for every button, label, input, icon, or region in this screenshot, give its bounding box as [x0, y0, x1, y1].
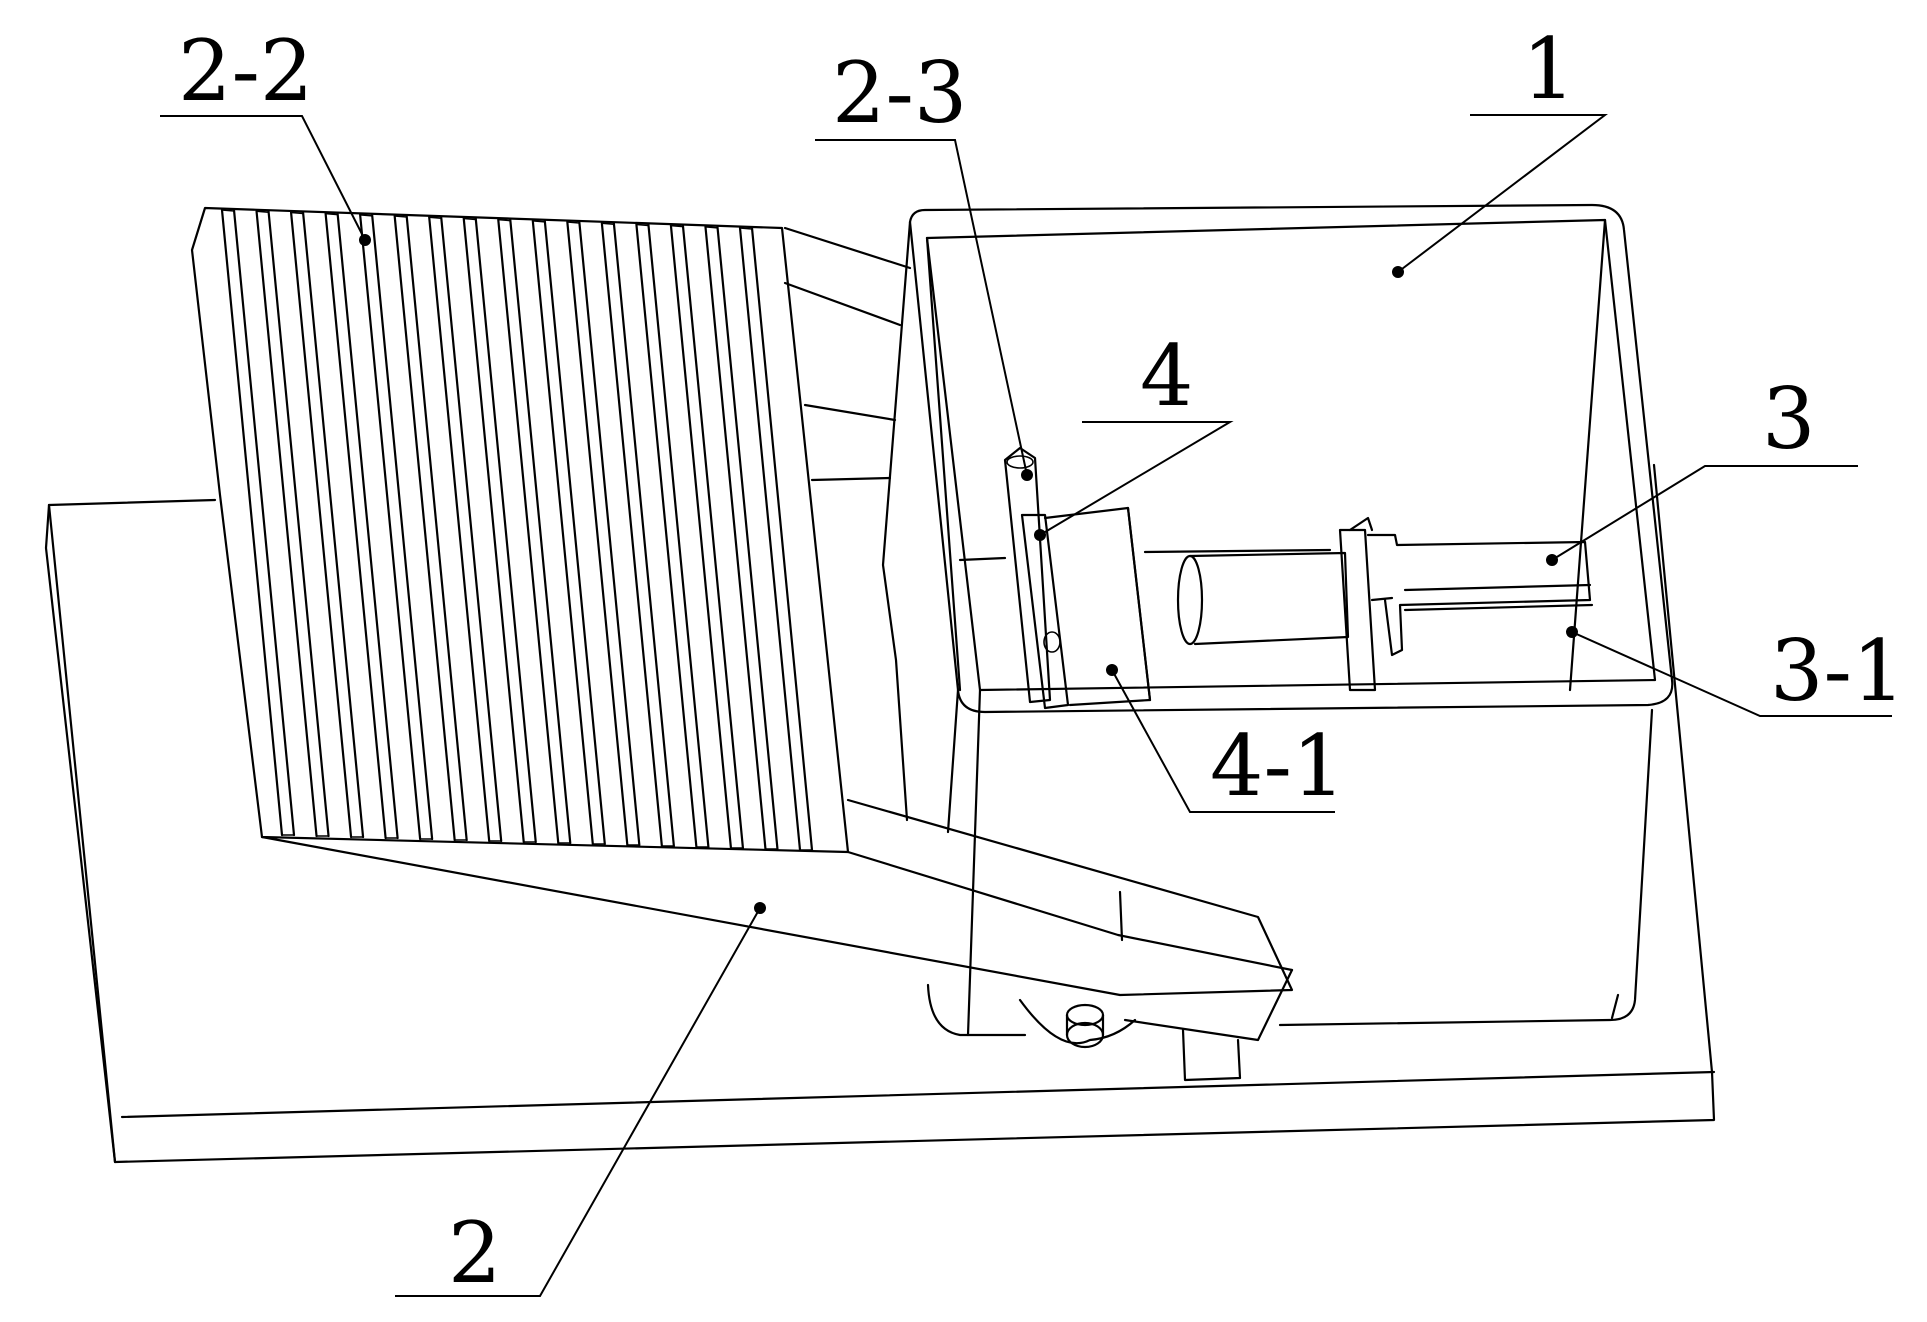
dot-2 [754, 902, 766, 914]
brush-strip-cap [462, 217, 537, 843]
brush-strip-line [750, 226, 814, 852]
brush-strip-cap [393, 215, 468, 841]
brush-strip-line [289, 211, 353, 839]
brush-strip-line [543, 219, 606, 846]
brush-strip-cap [566, 221, 641, 846]
dot-4-1 [1106, 664, 1118, 676]
label-4: 4 [1140, 327, 1193, 425]
brush-strip-cap [359, 214, 433, 840]
label-3-1: 3-1 [1770, 622, 1905, 720]
label-1: 1 [1522, 20, 1575, 118]
brush-strip-line [681, 224, 745, 850]
inclined-plate [190, 206, 1294, 1042]
brush-strip-cap [635, 223, 710, 848]
brush-strip-line [612, 222, 675, 848]
brush-strip-line [509, 218, 572, 845]
label-2-3: 2-3 [832, 44, 967, 142]
dot-2-2 [359, 234, 371, 246]
brush-strip-line [474, 217, 537, 844]
support-feet [926, 983, 1242, 1082]
brush-strip-line [267, 210, 330, 838]
brush-strip-line [716, 225, 779, 851]
brush-strip-line [301, 211, 365, 839]
label-3: 3 [1762, 370, 1815, 468]
base-plate [44, 463, 1716, 1164]
leader-lines [160, 114, 1892, 1297]
brush-strip-cap [290, 211, 364, 838]
brush-strip-cap [704, 226, 779, 850]
motor-3 [1176, 516, 1594, 692]
brush-strip-line [428, 216, 491, 843]
brush-strip-line [324, 212, 387, 840]
leader-dots [359, 234, 1578, 914]
brush-strip-cap [739, 227, 813, 851]
brush-strip-cap [601, 222, 675, 847]
label-2: 2 [448, 1204, 501, 1302]
brush-strip-cap [497, 218, 572, 844]
brush-strip-line [440, 216, 503, 843]
brush-strip-line [393, 214, 456, 842]
brush-strip-line [359, 213, 422, 841]
label-2-2: 2-2 [178, 22, 313, 120]
brush-strip-cap [670, 224, 744, 849]
trough-frame [783, 226, 912, 482]
brush-strip-line [336, 212, 399, 840]
brush-strip-line [566, 220, 629, 847]
brush-strip-line [635, 223, 698, 849]
brush-strip-line [531, 219, 594, 846]
brush-strip-cap [532, 220, 606, 845]
valve-4 [1003, 446, 1152, 710]
brush-strip-cap [324, 212, 399, 839]
brush-strip-line [578, 220, 641, 847]
brush-strip-line [405, 214, 468, 842]
dot-2-3 [1021, 469, 1033, 481]
brush-strip-line [669, 224, 733, 850]
reference-labels: 2-2 2-3 1 4 3 3-1 4-1 2 [178, 20, 1905, 1302]
brush-strip-cap [428, 216, 502, 842]
brush-strip-line [232, 208, 296, 837]
dot-1 [1392, 266, 1404, 278]
dot-3 [1546, 554, 1558, 566]
brush-strip-line [220, 208, 284, 837]
label-4-1: 4-1 [1210, 717, 1345, 815]
brush-strip-line [647, 223, 710, 849]
dot-3-1 [1566, 626, 1578, 638]
brush-strip-line [704, 225, 767, 851]
dot-4 [1034, 529, 1046, 541]
brush-strip-line [371, 213, 434, 841]
brush-strip-line [497, 218, 560, 845]
brush-strip-line [738, 226, 802, 852]
brush-strip-cap [221, 209, 295, 836]
brush-strip-cap [255, 210, 330, 837]
brush-strip-line [462, 217, 525, 844]
brush-strip-line [600, 222, 663, 848]
tank-body [881, 203, 1674, 1037]
brush-strip-line [255, 210, 318, 838]
brush-strips [220, 208, 814, 852]
